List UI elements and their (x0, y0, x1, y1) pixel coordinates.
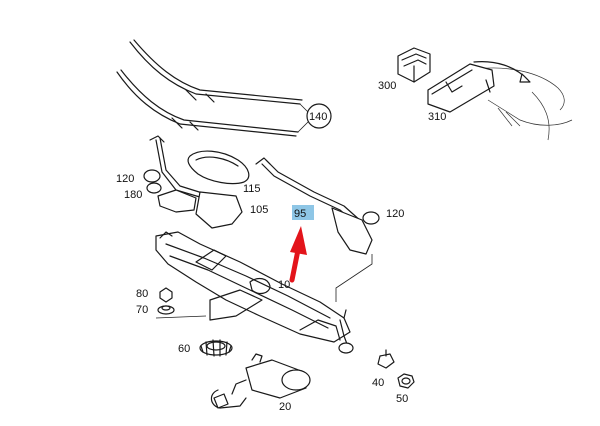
wiper-arm-right (255, 157, 380, 255)
label-180: 180 (124, 189, 142, 201)
wiper-motor (210, 353, 311, 409)
red-arrow-pointer-icon (289, 226, 307, 283)
wiper-arm-left (143, 135, 243, 229)
label-20: 20 (279, 401, 291, 413)
part-95-highlight (292, 205, 314, 220)
label-120-right: 120 (386, 208, 404, 220)
label-140: 140 (309, 111, 327, 123)
label-120-left: 120 (116, 173, 134, 185)
label-115: 115 (243, 183, 261, 195)
label-50: 50 (396, 393, 408, 405)
fasteners (155, 287, 233, 357)
wiper-blades (116, 39, 332, 137)
label-310: 310 (428, 111, 446, 123)
label-95: 95 (294, 208, 306, 220)
label-105: 105 (250, 204, 268, 216)
label-60: 60 (178, 343, 190, 355)
arm-cover (187, 150, 250, 185)
label-70: 70 (136, 304, 148, 316)
label-10: 10 (278, 279, 290, 291)
label-80: 80 (136, 288, 148, 300)
label-300: 300 (378, 80, 396, 92)
cover-inset (397, 47, 573, 141)
wiper-linkage (155, 231, 373, 354)
label-40: 40 (372, 377, 384, 389)
nozzle-and-nut (377, 349, 415, 389)
